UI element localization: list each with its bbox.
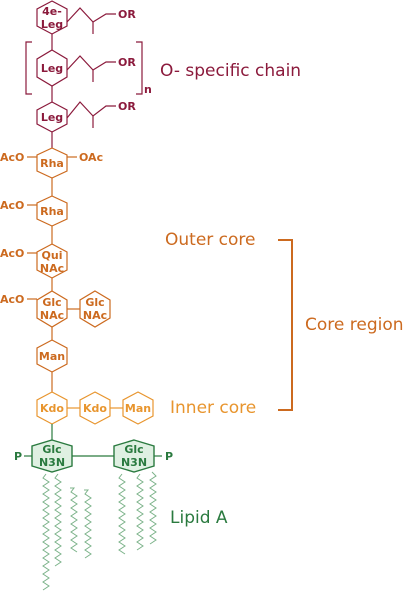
sugar-name-line2: Leg (41, 18, 63, 31)
sugar-hexagon (79, 290, 111, 328)
repeat-bracket-right (136, 41, 143, 95)
outer-core-sugar-rha-1: Rha AcO OAc (0, 147, 103, 179)
repeat-subscript: n (144, 83, 152, 96)
inner-core: Kdo Kdo Man Inner core (36, 391, 256, 425)
sugar-name-line1: Rha (40, 205, 64, 218)
outer-core-sugar-rha-2: Rha AcO (0, 195, 68, 227)
outer-core-sugar-man: Man (36, 339, 68, 373)
core-region-bracket: Core region (278, 239, 404, 411)
fatty-acid-chain (70, 487, 78, 553)
left-substituent: AcO (0, 151, 24, 164)
o-specific-chain: 4e- Leg OR Leg OR n Leg OR O- specific c… (25, 0, 301, 148)
sugar-name-line1: Kdo (40, 402, 64, 415)
substituent-label: OR (118, 56, 136, 69)
sugar-name-line2: NAc (83, 309, 107, 322)
side-chain-bond (66, 55, 116, 71)
sugar-name-line1: Glc (42, 296, 61, 309)
sugar-name-line1: Glc (85, 296, 104, 309)
left-substituent: AcO (0, 199, 24, 212)
sugar-hexagon (36, 195, 68, 227)
inner-core-sugar-kdo-1: Kdo (36, 391, 68, 425)
sugar-name-line1: Man (125, 402, 151, 415)
sugar-name-line1: Glc (124, 443, 143, 456)
lipid-a-sugar-2: Glc N3N P (113, 439, 173, 473)
repeat-bracket-left (25, 41, 32, 95)
sugar-hexagon (36, 0, 68, 35)
sugar-hexagon (36, 147, 68, 179)
fatty-acid-chain (42, 473, 50, 591)
core-region-label: Core region (305, 315, 404, 335)
sugar-name-line2: N3N (39, 456, 65, 469)
o-chain-sugar-1: 4e- Leg OR (36, 0, 136, 35)
phosphate-label: P (14, 450, 22, 463)
inner-core-sugar-man: Man (122, 391, 154, 425)
outer-core-label: Outer core (165, 230, 256, 250)
sugar-name-line1: Leg (41, 111, 63, 124)
sugar-hexagon (36, 101, 68, 133)
fatty-acid-chain (54, 473, 62, 567)
sugar-name-line1: Qui (42, 249, 63, 262)
sugar-name-line2: NAc (40, 262, 64, 275)
left-substituent: AcO (0, 293, 24, 306)
sugar-name-line1: Glc (42, 443, 61, 456)
lipid-a: Glc N3N P Glc N3N P Lipid A (14, 424, 228, 591)
sugar-hexagon (31, 439, 73, 473)
sugar-hexagon (36, 243, 68, 279)
inner-core-label: Inner core (170, 398, 256, 418)
sugar-name-line2: NAc (40, 309, 64, 322)
sugar-hexagon (122, 391, 154, 425)
sugar-hexagon (36, 339, 68, 373)
sugar-name-line1: Man (39, 350, 65, 363)
sugar-hexagon (36, 49, 68, 87)
side-chain-bond (66, 7, 116, 23)
sugar-hexagon (79, 391, 111, 425)
lipid-a-label: Lipid A (170, 508, 228, 528)
sugar-hexagon (36, 290, 68, 328)
o-chain-label: O- specific chain (160, 61, 301, 81)
inner-core-sugar-kdo-2: Kdo (79, 391, 111, 425)
phosphate-label: P (165, 450, 173, 463)
outer-core-sugar-quinac: Qui NAc AcO (0, 243, 68, 279)
o-chain-sugar-2: Leg OR (36, 49, 136, 87)
sugar-name-line1: 4e- (42, 5, 62, 18)
substituent-label: OR (118, 100, 136, 113)
outer-core-sugar-glcnac-2: Glc NAc (79, 290, 111, 328)
outer-core: Rha AcO OAc Rha AcO Qui NAc AcO Glc NAc (0, 147, 256, 392)
left-substituent: AcO (0, 247, 24, 260)
lipid-a-sugar-1: Glc N3N P (14, 439, 73, 473)
sugar-name-line1: Rha (40, 157, 64, 170)
right-substituent: OAc (79, 151, 103, 164)
fatty-acid-chain (118, 473, 126, 555)
o-chain-sugar-3: Leg OR (36, 100, 136, 133)
bracket-line (278, 239, 293, 411)
side-chain-bond (66, 101, 116, 119)
outer-core-sugar-glcnac-1: Glc NAc AcO (0, 290, 68, 328)
sugar-name-line2: N3N (121, 456, 147, 469)
sugar-name-line1: Leg (41, 62, 63, 75)
sugar-name-line1: Kdo (83, 402, 107, 415)
fatty-acid-chain (136, 473, 144, 551)
fatty-acid-chain (84, 489, 92, 559)
fatty-acid-chain (149, 471, 157, 545)
substituent-label: OR (118, 8, 136, 21)
sugar-hexagon (113, 439, 155, 473)
